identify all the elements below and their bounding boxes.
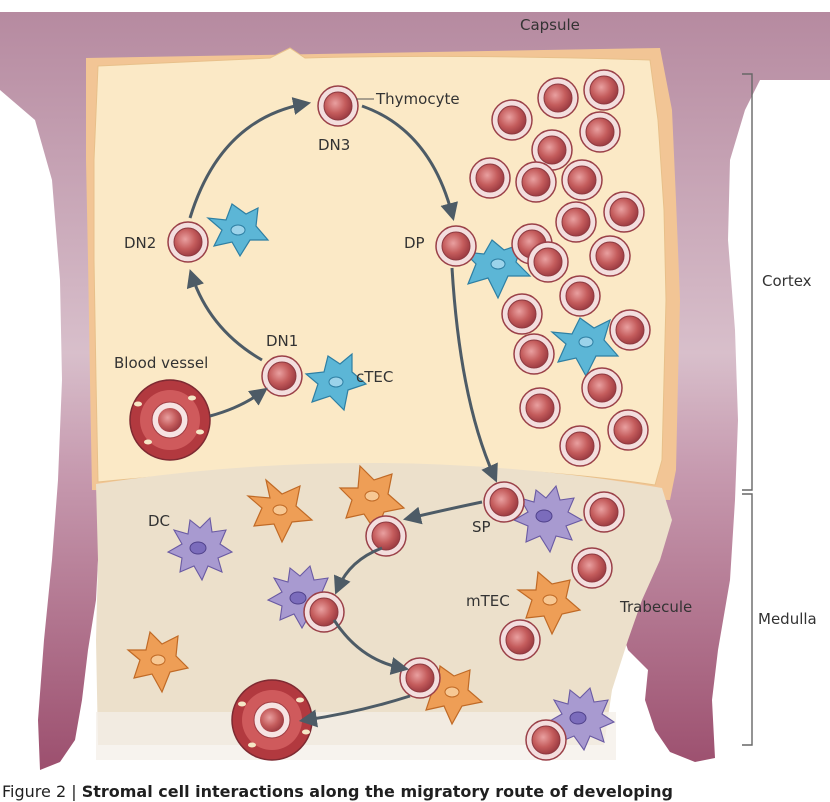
arrow-sp-to-medulla [402,500,483,525]
arrow-dn1-to-dn2 [186,269,263,362]
thymocyte-nucleus [371,521,401,551]
ctec-nuclei [230,224,594,388]
dendritic-nuclei [189,509,587,725]
thymocyte-nucleus [519,339,549,369]
dn3-label: DN3 [318,136,350,154]
blood-vessel-bottom [231,679,313,761]
capsule-label: Capsule [520,16,580,34]
migration-arrows [186,97,498,728]
thymocyte-nucleus [533,247,563,277]
blood-vessel-label: Blood vessel [114,354,208,372]
thymocyte-nucleus [441,231,471,261]
sp-label: SP [472,518,491,536]
thymocyte-nucleus [497,105,527,135]
thymocyte-nucleus [565,431,595,461]
thymocyte-nucleus [475,163,505,193]
caption-title: Stromal cell interactions along the migr… [82,782,673,801]
thymocyte-nucleus [615,315,645,345]
ctec-label: cTEC [356,368,393,386]
arrow-to-exit-vessel [298,694,411,728]
thymocyte-nucleus [561,207,591,237]
trabecule-label: Trabecule [619,598,692,616]
thymocyte-nucleus [505,625,535,655]
thymocyte-nucleus [543,83,573,113]
thymocyte-nucleus [521,167,551,197]
thymocyte-nucleus [609,197,639,227]
thymocyte-nucleus [267,361,297,391]
arrow-medulla-mid [333,546,383,595]
thymocyte-cells [167,69,651,761]
medulla-label: Medulla [758,610,817,628]
dp-label: DP [404,234,425,252]
arrow-dn3-to-dp [361,104,458,221]
thymocyte-nucleus [595,241,625,271]
arrow-dp-to-sp [450,267,498,483]
thymocyte-nucleus [613,415,643,445]
cortex-label: Cortex [762,272,812,290]
thymocyte-nucleus [173,227,203,257]
mtec-nuclei [150,490,558,698]
thymocyte-nucleus [585,117,615,147]
thymocyte-nucleus [525,393,555,423]
mtec-label: mTEC [466,592,510,610]
thymocyte-nucleus [589,75,619,105]
dc-label: DC [148,512,170,530]
thymocyte-nucleus [323,91,353,121]
thymocyte-nucleus [565,281,595,311]
thymocyte-nucleus [489,487,519,517]
thymocyte-nucleus [537,135,567,165]
caption-prefix: Figure 2 | [2,782,82,801]
dn1-label: DN1 [266,332,298,350]
thymocyte-nucleus [531,725,561,755]
thymocyte-nucleus [405,663,435,693]
blood-vessel-top [129,379,211,461]
thymocyte-nucleus [577,553,607,583]
cortex-bracket [742,73,753,491]
arrow-to-lower [332,619,410,675]
medulla-bracket [742,493,753,746]
thymocyte-nucleus [507,299,537,329]
arrow-dn2-to-dn3 [188,97,312,219]
arrow-blood-to-dn1 [209,387,268,418]
thymocyte-nucleus [587,373,617,403]
figure-caption: Figure 2 | Stromal cell interactions alo… [2,782,673,801]
thymocyte-nucleus [589,497,619,527]
thymocyte-label: Thymocyte [375,90,460,108]
thymocyte-nucleus [567,165,597,195]
thymocyte-nucleus [309,597,339,627]
dn2-label: DN2 [124,234,156,252]
